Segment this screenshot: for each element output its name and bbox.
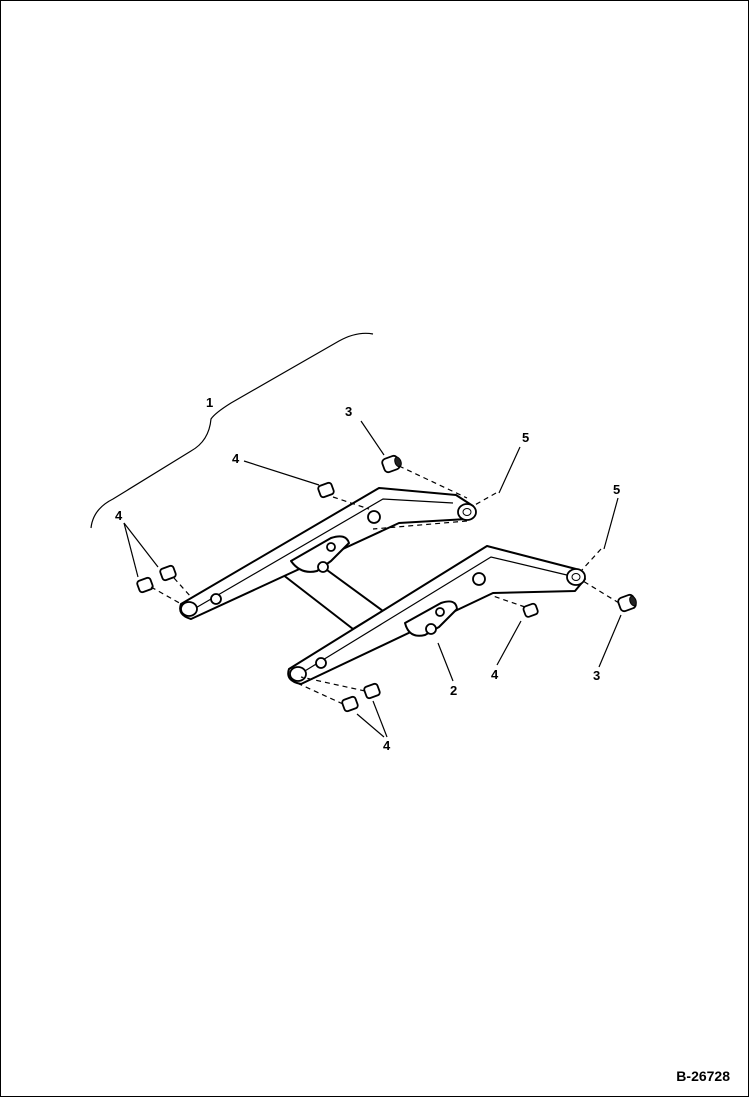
callout-4-right: 4 (491, 667, 499, 682)
bushing-4-lower-b (341, 695, 359, 713)
bushing-4-right (522, 602, 539, 618)
assembly-brace (90, 332, 374, 529)
callout-1: 1 (206, 395, 213, 410)
leader-lines (123, 420, 622, 738)
right-bracket (404, 600, 458, 637)
callout-4-upper: 4 (232, 451, 240, 466)
bushing-4-lower-a (363, 682, 381, 700)
callout-3-upper: 3 (345, 404, 352, 419)
callout-4-left: 4 (115, 508, 123, 523)
callout-4-lower: 4 (383, 738, 391, 753)
callout-5-upper: 5 (522, 430, 529, 445)
assembly-lines (150, 465, 620, 705)
callout-2: 2 (450, 683, 457, 698)
left-bracket (290, 535, 350, 573)
callout-3-right: 3 (593, 668, 600, 683)
bushing-4-left-a (159, 564, 177, 582)
figure-id: B-26728 (676, 1068, 730, 1084)
bushing-4-upper (317, 481, 335, 499)
bushing-4-left-b (136, 576, 154, 594)
bushing-3-upper (381, 454, 402, 474)
bushing-3-right (617, 593, 637, 613)
callout-5-right: 5 (613, 482, 620, 497)
